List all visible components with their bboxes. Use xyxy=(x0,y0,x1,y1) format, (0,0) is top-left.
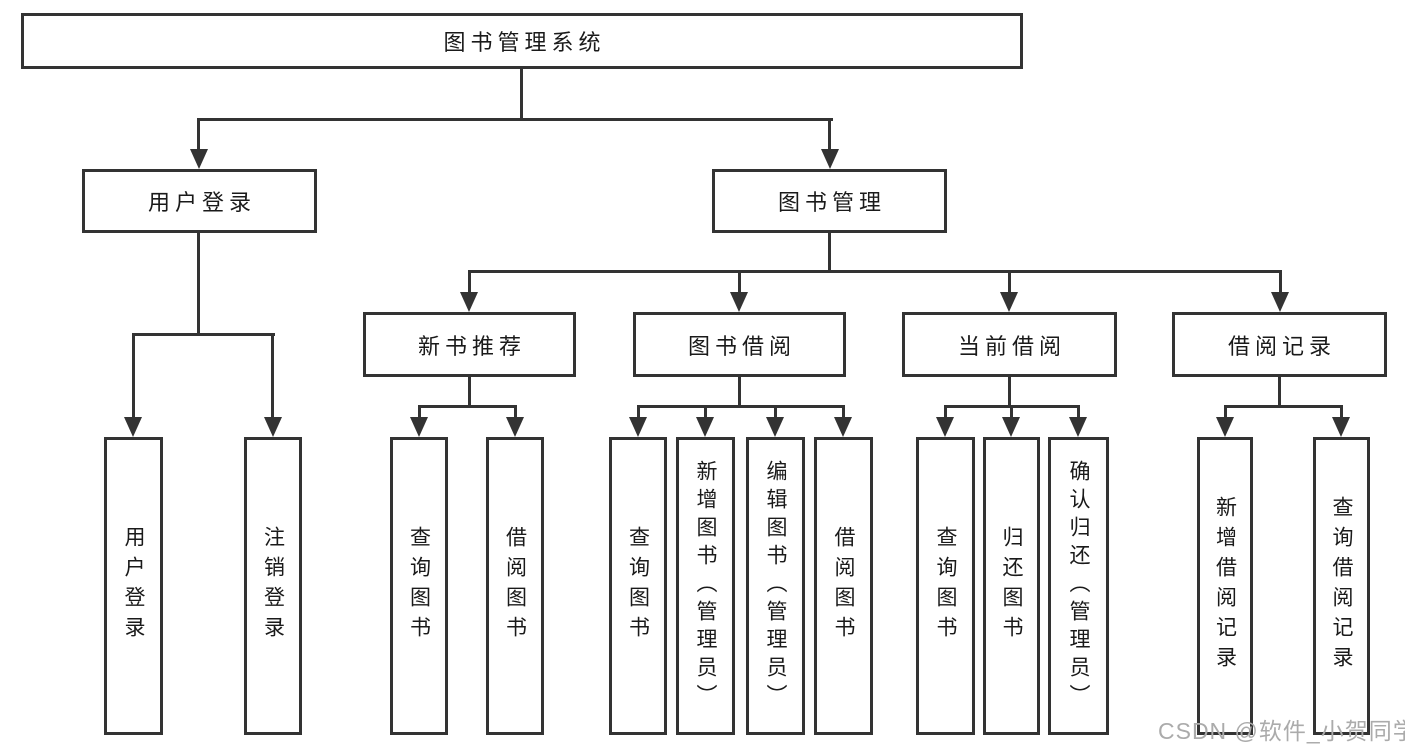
leaf-borrow-books-recommend: 借阅图书 xyxy=(486,437,544,735)
connector-line xyxy=(704,405,707,419)
connector-line xyxy=(468,270,1282,273)
leaf-logout: 注销登录 xyxy=(244,437,302,735)
leaf-query-books-borrow: 查询图书 xyxy=(609,437,667,735)
connector-line xyxy=(197,118,833,121)
node-label: 借阅记录 xyxy=(1227,333,1336,359)
connector-line xyxy=(197,233,200,334)
node-label: 借阅图书 xyxy=(832,526,855,646)
arrowhead-down-icon xyxy=(1271,292,1289,312)
leaf-query-books-current: 查询图书 xyxy=(916,437,975,735)
connector-line xyxy=(842,405,845,419)
node-label: 确认归还（管理员） xyxy=(1067,460,1090,712)
connector-line xyxy=(1077,405,1080,419)
leaf-add-book-admin: 新增图书（管理员） xyxy=(676,437,735,735)
node-label: 新书推荐 xyxy=(417,333,526,359)
connector-line xyxy=(828,118,831,151)
connector-line xyxy=(514,405,517,419)
connector-line xyxy=(738,377,741,408)
connector-line xyxy=(197,118,200,151)
leaf-edit-book-admin: 编辑图书（管理员） xyxy=(746,437,805,735)
connector-line xyxy=(418,405,517,408)
connector-line xyxy=(418,405,421,419)
connector-line xyxy=(738,270,741,294)
arrowhead-down-icon xyxy=(1000,292,1018,312)
arrowhead-down-icon xyxy=(1216,417,1234,437)
arrowhead-down-icon xyxy=(190,149,208,169)
arrowhead-down-icon xyxy=(821,149,839,169)
connector-line xyxy=(774,405,777,419)
leaf-borrow-books: 借阅图书 xyxy=(814,437,873,735)
node-label: 编辑图书（管理员） xyxy=(764,460,787,712)
connector-line xyxy=(637,405,845,408)
connector-line xyxy=(637,405,640,419)
connector-line xyxy=(132,333,275,336)
connector-line xyxy=(520,69,523,120)
leaf-query-books-recommend: 查询图书 xyxy=(390,437,448,735)
connector-line xyxy=(1008,270,1011,294)
arrowhead-down-icon xyxy=(1069,417,1087,437)
node-label: 查询借阅记录 xyxy=(1330,496,1353,676)
node-label: 图书管理 xyxy=(777,190,886,215)
node-label: 图书管理系统 xyxy=(443,30,606,55)
node-borrow-records: 借阅记录 xyxy=(1172,312,1387,377)
node-book-borrow: 图书借阅 xyxy=(633,312,846,377)
node-user-login: 用户登录 xyxy=(82,169,317,233)
arrowhead-down-icon xyxy=(506,417,524,437)
arrowhead-down-icon xyxy=(124,417,142,437)
node-label: 新增图书（管理员） xyxy=(694,460,717,712)
node-current-borrow: 当前借阅 xyxy=(902,312,1117,377)
watermark: CSDN @软件_小贺同学 xyxy=(1158,718,1405,744)
connector-line xyxy=(1224,405,1227,419)
arrowhead-down-icon xyxy=(629,417,647,437)
leaf-user-login: 用户登录 xyxy=(104,437,163,735)
node-label: 查询图书 xyxy=(934,526,957,646)
node-label: 当前借阅 xyxy=(957,333,1066,359)
node-book-management: 图书管理 xyxy=(712,169,947,233)
leaf-query-borrow-record: 查询借阅记录 xyxy=(1313,437,1370,735)
node-label: 归还图书 xyxy=(1000,526,1023,646)
node-label: 查询图书 xyxy=(626,526,650,646)
connector-line xyxy=(468,270,471,294)
connector-line xyxy=(1008,377,1011,408)
leaf-add-borrow-record: 新增借阅记录 xyxy=(1197,437,1253,735)
connector-line xyxy=(271,333,274,419)
node-label: 借阅图书 xyxy=(503,526,527,646)
arrowhead-down-icon xyxy=(1002,417,1020,437)
connector-line xyxy=(1224,405,1342,408)
connector-line xyxy=(944,405,947,419)
node-label: 查询图书 xyxy=(407,526,431,646)
node-root: 图书管理系统 xyxy=(21,13,1023,69)
connector-line xyxy=(1010,405,1013,419)
arrowhead-down-icon xyxy=(834,417,852,437)
connector-line xyxy=(1279,270,1282,294)
node-label: 图书借阅 xyxy=(687,333,796,359)
node-new-book-recommend: 新书推荐 xyxy=(363,312,576,377)
connector-line xyxy=(468,377,471,408)
node-label: 用户登录 xyxy=(122,526,145,646)
arrowhead-down-icon xyxy=(460,292,478,312)
connector-line xyxy=(828,233,831,273)
leaf-return-book: 归还图书 xyxy=(983,437,1040,735)
arrowhead-down-icon xyxy=(730,292,748,312)
connector-line xyxy=(1278,377,1281,408)
arrowhead-down-icon xyxy=(766,417,784,437)
connector-line xyxy=(132,333,135,419)
arrowhead-down-icon xyxy=(410,417,428,437)
connector-line xyxy=(1340,405,1343,419)
node-label: 新增借阅记录 xyxy=(1213,496,1237,676)
node-label: 用户登录 xyxy=(147,190,256,215)
leaf-confirm-return-admin: 确认归还（管理员） xyxy=(1048,437,1109,735)
arrowhead-down-icon xyxy=(696,417,714,437)
node-label: 注销登录 xyxy=(261,526,285,646)
arrowhead-down-icon xyxy=(264,417,282,437)
arrowhead-down-icon xyxy=(1332,417,1350,437)
arrowhead-down-icon xyxy=(936,417,954,437)
